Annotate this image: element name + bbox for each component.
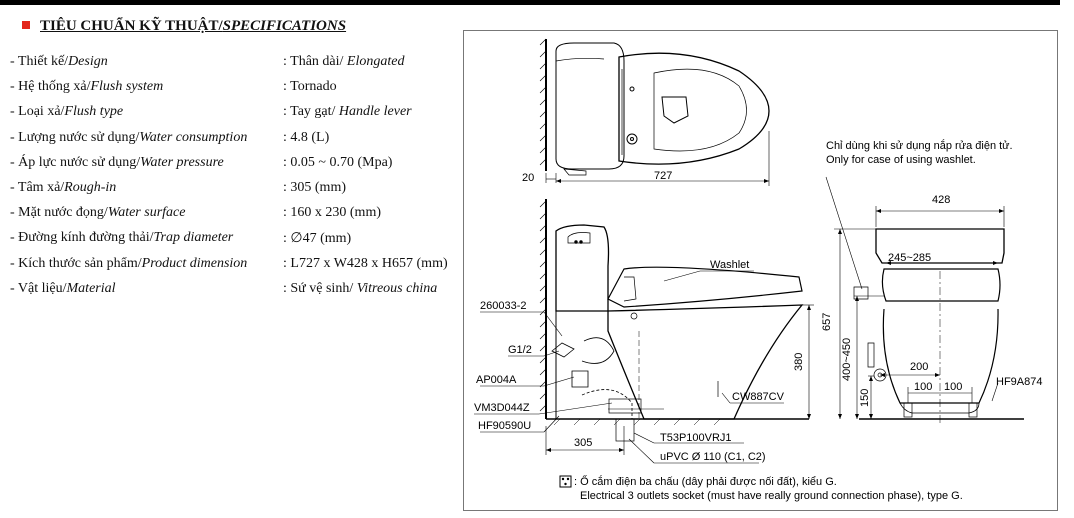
spec-label: - Vật liệu/Material [10,280,116,296]
section-heading: TIÊU CHUẨN KỸ THUẬT/SPECIFICATIONS [22,18,346,35]
top-rule [0,0,1060,5]
part-t53p100vrj1: T53P100VRJ1 [660,432,732,444]
part-ap004a: AP004A [476,374,517,386]
part-260033-2: 260033-2 [480,300,527,312]
spec-row: - Lượng nước sử dụng/Water consumption : … [10,130,460,155]
note-vi: Chỉ dùng khi sử dụng nắp rửa điện tử. [826,139,1013,152]
spec-row: - Kích thước sản phẩm/Product dimension:… [10,256,460,281]
spec-value: : 305 (mm) [283,179,346,195]
part-cw887cv: CW887CV [732,391,785,403]
spec-value: : ∅47 (mm) [283,231,352,247]
red-square-icon [22,21,30,29]
spec-value: : 4.8 (L) [283,129,330,145]
dim-200: 200 [910,361,928,373]
part-hf9a874: HF9A874 [996,376,1042,388]
spec-label: - Đường kính đường thải/Trap diameter [10,230,234,246]
dim-380: 380 [793,353,805,371]
spec-value: : Sứ vệ sinh/ Vitreous china [283,280,438,296]
dim-100-right: 100 [944,381,962,393]
part-hf90590u: HF90590U [478,420,531,432]
dim-150: 150 [859,389,871,407]
spec-value: : 0.05 ~ 0.70 (Mpa) [283,154,393,170]
note-en: Only for case of using washlet. [826,154,976,166]
spec-value: : Thân dài/ Elongated [283,54,405,69]
dim-727: 727 [654,170,672,182]
spec-row: - Đường kính đường thải/Trap diameter : ∅… [10,230,460,255]
part-vm3d044z: VM3D044Z [474,402,530,414]
spec-row: - Áp lực nước sử dụng/Water pressure : 0.… [10,155,460,180]
technical-drawing-frame: 20 727 428 245~285 657 400~450 380 200 1… [463,30,1058,511]
spec-row: - Mặt nước đọng/Water surface : 160 x 230… [10,205,460,230]
spec-label: - Kích thước sản phẩm/Product dimension [10,255,248,271]
dim-20: 20 [522,172,534,184]
side-view [539,199,814,455]
spec-row: - Thiết kế/Design : Thân dài/ Elongated [10,54,460,79]
socket-icon [559,475,572,488]
spec-label: - Hệ thống xả/Flush system [10,79,164,95]
spec-value: : Tay gạt/ Handle lever [283,104,412,120]
technical-drawing: 20 727 428 245~285 657 400~450 380 200 1… [474,38,1042,502]
spec-list: - Thiết kế/Design : Thân dài/ Elongated -… [10,54,460,306]
spec-label: - Lượng nước sử dụng/Water consumption [10,129,248,145]
label-washlet: Washlet [710,259,749,271]
spec-label: - Áp lực nước sử dụng/Water pressure [10,154,224,170]
heading-en: SPECIFICATIONS [222,18,347,34]
socket-note-en: Electrical 3 outlets socket (must have r… [580,490,963,502]
top-view [539,38,770,186]
spec-label: - Loại xả/Flush type [10,104,124,120]
spec-value: : L727 x W428 x H657 (mm) [283,255,448,271]
spec-label: - Mặt nước đọng/Water surface [10,205,186,221]
dim-400-450: 400~450 [841,338,853,381]
socket-note-vi: : Ổ cắm điện ba chấu (dây phải được nối … [574,475,837,488]
dim-305: 305 [574,437,592,449]
dim-245-285: 245~285 [888,252,931,264]
spec-label: - Thiết kế/Design [10,54,108,69]
leader-lines [474,270,784,464]
spec-row: - Hệ thống xả/Flush system : Tornado [10,79,460,104]
heading-vi: TIÊU CHUẨN KỸ THUẬT/ [40,18,223,34]
dim-428: 428 [932,194,950,206]
front-view [825,176,1024,426]
spec-row: - Loại xả/Flush type : Tay gạt/ Handle le… [10,104,460,129]
spec-value: : 160 x 230 (mm) [283,205,381,221]
spec-row: - Tâm xả/Rough-in : 305 (mm) [10,180,460,205]
part-upvc: uPVC Ø 110 (C1, C2) [660,451,766,463]
dim-100-left: 100 [914,381,932,393]
spec-label: - Tâm xả/Rough-in [10,179,117,195]
part-g1-2: G1/2 [508,344,532,356]
dim-657: 657 [821,313,833,331]
spec-value: : Tornado [283,79,337,95]
spec-row: - Vật liệu/Material : Sứ vệ sinh/ Vitreou… [10,281,460,306]
